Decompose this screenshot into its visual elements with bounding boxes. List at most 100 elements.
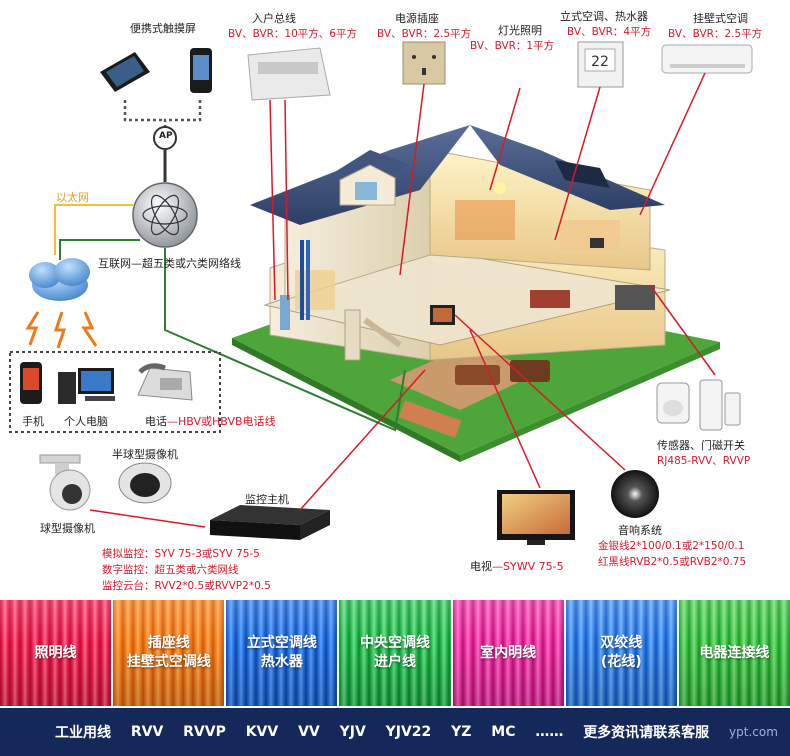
breaker-panel-icon xyxy=(247,47,331,101)
label-mobile-phone: 手机 xyxy=(22,415,44,428)
label-internet-text: 互联网—超五类或六类网络线 xyxy=(98,257,241,270)
category-label: 照明线 xyxy=(0,600,111,706)
dormer-window xyxy=(355,182,377,200)
label-audio-cable-2: 红黑线RVB2*0.5或RVB2*0.75 xyxy=(598,556,747,568)
lawn-edge-left xyxy=(232,338,460,462)
wire-shading xyxy=(452,600,564,706)
leader-floor-ac xyxy=(554,86,601,241)
label-sensor-cable: RJ485-RVV、RVVP xyxy=(657,455,751,467)
bedroom-interior xyxy=(455,200,515,240)
product-bar-item[interactable]: RVV xyxy=(130,724,164,740)
label-socket-cable: BV、BVR：2.5平方 xyxy=(377,28,472,40)
product-bar-item[interactable]: YJV xyxy=(339,724,366,740)
category-strip[interactable]: 插座线挂壁式空调线 xyxy=(113,600,225,706)
category-strip[interactable]: 中央空调线进户线 xyxy=(339,600,451,706)
ethernet-line xyxy=(54,204,133,255)
wire-bundle xyxy=(565,600,677,706)
wire-bundle xyxy=(339,600,451,706)
label-monitor-analog: 模拟监控：SYV 75-3或SYV 75-5 xyxy=(102,548,260,560)
label-monitor-digital: 数字监控：超五类或六类网线 xyxy=(102,564,239,576)
wifi-link xyxy=(123,100,202,128)
category-strip[interactable]: 立式空调线热水器 xyxy=(226,600,338,706)
speaker-icon xyxy=(611,470,659,518)
skylight xyxy=(555,160,610,188)
cloud-icon xyxy=(29,258,90,301)
label-ap: AP xyxy=(159,131,173,141)
category-strip[interactable]: 室内明线 xyxy=(452,600,564,706)
leader-lines xyxy=(89,72,716,528)
upstairs-tv xyxy=(590,238,604,248)
label-wall-ac: 挂壁式空调 xyxy=(693,12,748,25)
label-telephone-prefix: 电话 xyxy=(145,415,167,428)
power-socket-icon xyxy=(402,41,446,85)
product-bar-item[interactable]: YJV22 xyxy=(385,724,432,740)
product-bar-item[interactable]: …… xyxy=(535,724,564,740)
leader-lighting xyxy=(489,87,521,191)
globe-orbit-1 xyxy=(142,205,188,225)
thermostat-icon: 22 xyxy=(577,41,624,88)
label-lighting: 灯光照明 xyxy=(498,24,542,37)
water-heater xyxy=(280,295,290,330)
category-label-line1: 双绞线 xyxy=(600,635,643,651)
smartphone-icon xyxy=(190,48,212,93)
globe-orbit-2 xyxy=(150,194,180,236)
category-label-line2: 热水器 xyxy=(260,654,303,670)
ceiling-light xyxy=(494,182,506,194)
label-mains: 入户总线 xyxy=(252,12,296,25)
product-bar-item[interactable]: MC xyxy=(491,724,516,740)
leader-wall-ac xyxy=(639,72,706,216)
label-sensor: 传感器、门磁开关 xyxy=(657,439,745,452)
sofa xyxy=(455,365,500,385)
tv-icon xyxy=(497,490,575,545)
category-label-line2: 挂壁式空调线 xyxy=(126,654,211,670)
sofa-2 xyxy=(510,360,550,382)
wire-bundle xyxy=(113,600,225,706)
signal-bolt-2 xyxy=(53,311,67,349)
leader-sensor xyxy=(649,284,716,376)
product-bar-item[interactable]: 更多资讯请联系客服 xyxy=(583,725,710,741)
watermark: ypt.com xyxy=(729,725,778,739)
leader-tv xyxy=(469,329,541,489)
product-bar-item[interactable]: YZ xyxy=(451,724,472,740)
signal-bolt-1 xyxy=(25,311,40,346)
wire-shading xyxy=(0,600,112,706)
staircase xyxy=(363,317,402,348)
label-tv-prefix: 电视 xyxy=(470,560,492,573)
category-strip[interactable]: 照明线 xyxy=(0,600,112,706)
label-portable-touch: 便携式触摸屏 xyxy=(130,22,196,35)
front-door xyxy=(344,309,361,361)
product-bar-item[interactable]: VV xyxy=(298,724,320,740)
category-strip[interactable]: 电器连接线 xyxy=(678,600,790,706)
wire-bundle xyxy=(226,600,338,706)
product-bar-item[interactable]: 工业用线 xyxy=(55,725,111,741)
product-bar-item[interactable]: RVVP xyxy=(183,724,226,740)
wire-shading xyxy=(565,600,677,706)
monitor-host-icon xyxy=(210,505,330,540)
smart-home-wiring-diagram: 22 xyxy=(0,10,790,756)
living-room-tv-screen xyxy=(433,308,452,322)
category-label-line1: 插座线 xyxy=(147,635,190,651)
leader-speaker xyxy=(454,314,626,471)
signal-bolt-3 xyxy=(81,311,98,347)
category-strip[interactable]: 双绞线(花线) xyxy=(565,600,677,706)
riser-blue-2 xyxy=(306,240,310,320)
label-socket: 电源插座 xyxy=(395,12,439,25)
ball-camera-icon xyxy=(39,454,91,511)
category-label-line2: 进户线 xyxy=(373,654,416,670)
category-label: 双绞线(花线) xyxy=(566,600,677,706)
dome-camera-icon xyxy=(118,462,172,504)
door-magnet-icon xyxy=(699,379,741,431)
leader-mains-2 xyxy=(284,99,289,301)
label-monitor-host: 监控主机 xyxy=(245,493,289,506)
label-ethernet: 以太网 xyxy=(56,191,89,204)
terminal-devices-box xyxy=(9,351,221,433)
mobile-phone-icon xyxy=(20,362,42,404)
leader-ball-camera xyxy=(89,509,206,528)
outdoor-deck xyxy=(398,400,462,438)
garage-car xyxy=(615,285,655,310)
label-floor-ac: 立式空调、热水器 xyxy=(560,10,648,23)
label-mains-cable: BV、BVR：10平方、6平方 xyxy=(228,28,357,40)
product-bar-item[interactable]: KVV xyxy=(245,724,279,740)
category-label-line1: 照明线 xyxy=(34,644,77,661)
network-green-cable xyxy=(59,239,406,432)
